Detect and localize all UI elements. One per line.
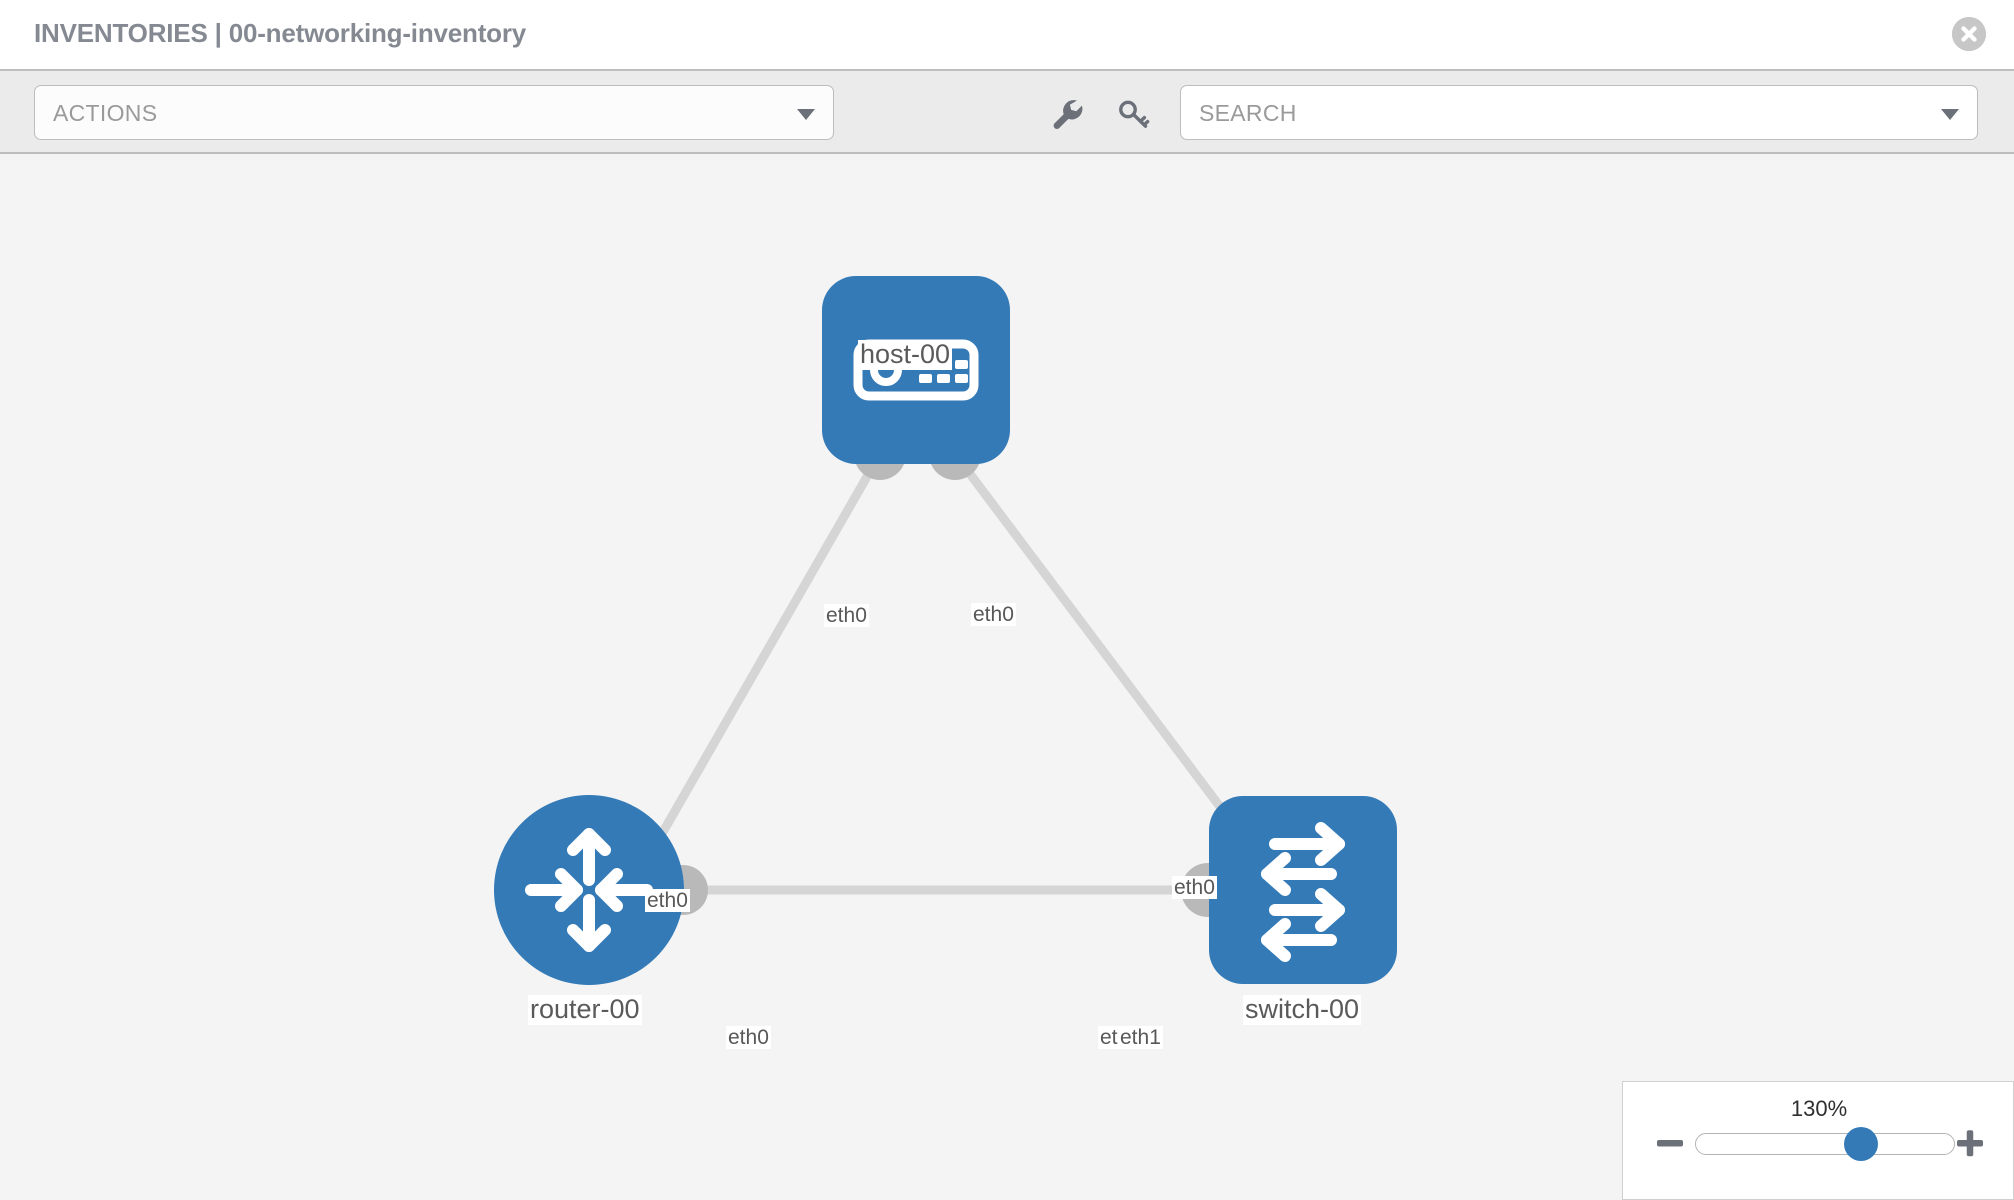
actions-dropdown[interactable]: ACTIONS: [34, 85, 834, 140]
node-router-00: [494, 795, 684, 985]
zoom-slider[interactable]: [1695, 1127, 1955, 1161]
search-input[interactable]: SEARCH: [1180, 85, 1978, 140]
chevron-down-icon: [1941, 109, 1959, 120]
topology-canvas[interactable]: host-00 router-00 switch-00 eth0 eth0 et…: [0, 154, 2014, 1200]
node-label-host-00: host-00: [858, 339, 953, 370]
node-label-switch-00: switch-00: [1243, 994, 1362, 1025]
node-label-router-00: router-00: [528, 994, 642, 1025]
edge-host00-router00: [635, 449, 885, 877]
switch-arrows-icon: [1261, 822, 1345, 962]
interface-label: eth0: [645, 889, 690, 913]
page-header: INVENTORIES | 00-networking-inventory: [0, 0, 2014, 69]
key-icon[interactable]: [1114, 93, 1154, 133]
interface-label: eth1: [1118, 1026, 1163, 1050]
router-arrows-icon: [525, 828, 653, 952]
toolbar: ACTIONS SEARCH: [0, 69, 2014, 154]
interface-label: eth0: [726, 1026, 771, 1050]
node-switch-00: [1209, 796, 1397, 984]
page-title: INVENTORIES | 00-networking-inventory: [34, 18, 527, 48]
minus-icon[interactable]: [1653, 1126, 1687, 1160]
interface-label: eth0: [824, 604, 869, 628]
actions-dropdown-label: ACTIONS: [53, 100, 158, 126]
interface-label: eth0: [1172, 876, 1217, 900]
plus-icon[interactable]: [1953, 1126, 1987, 1160]
chevron-down-icon: [797, 109, 815, 120]
zoom-slider-thumb[interactable]: [1844, 1127, 1879, 1161]
topology-graph: [494, 276, 1397, 985]
interface-label: eth0: [971, 603, 1016, 627]
connector-nubs: [658, 428, 1265, 917]
node-host-00: [822, 276, 1010, 464]
zoom-level-value: 130%: [1790, 1096, 1848, 1121]
search-placeholder: SEARCH: [1199, 100, 1297, 126]
edge-host00-switch00: [950, 449, 1253, 849]
wrench-icon[interactable]: [1046, 93, 1086, 133]
close-icon[interactable]: [1952, 17, 1986, 51]
zoom-control-panel: 130%: [1622, 1081, 2014, 1200]
